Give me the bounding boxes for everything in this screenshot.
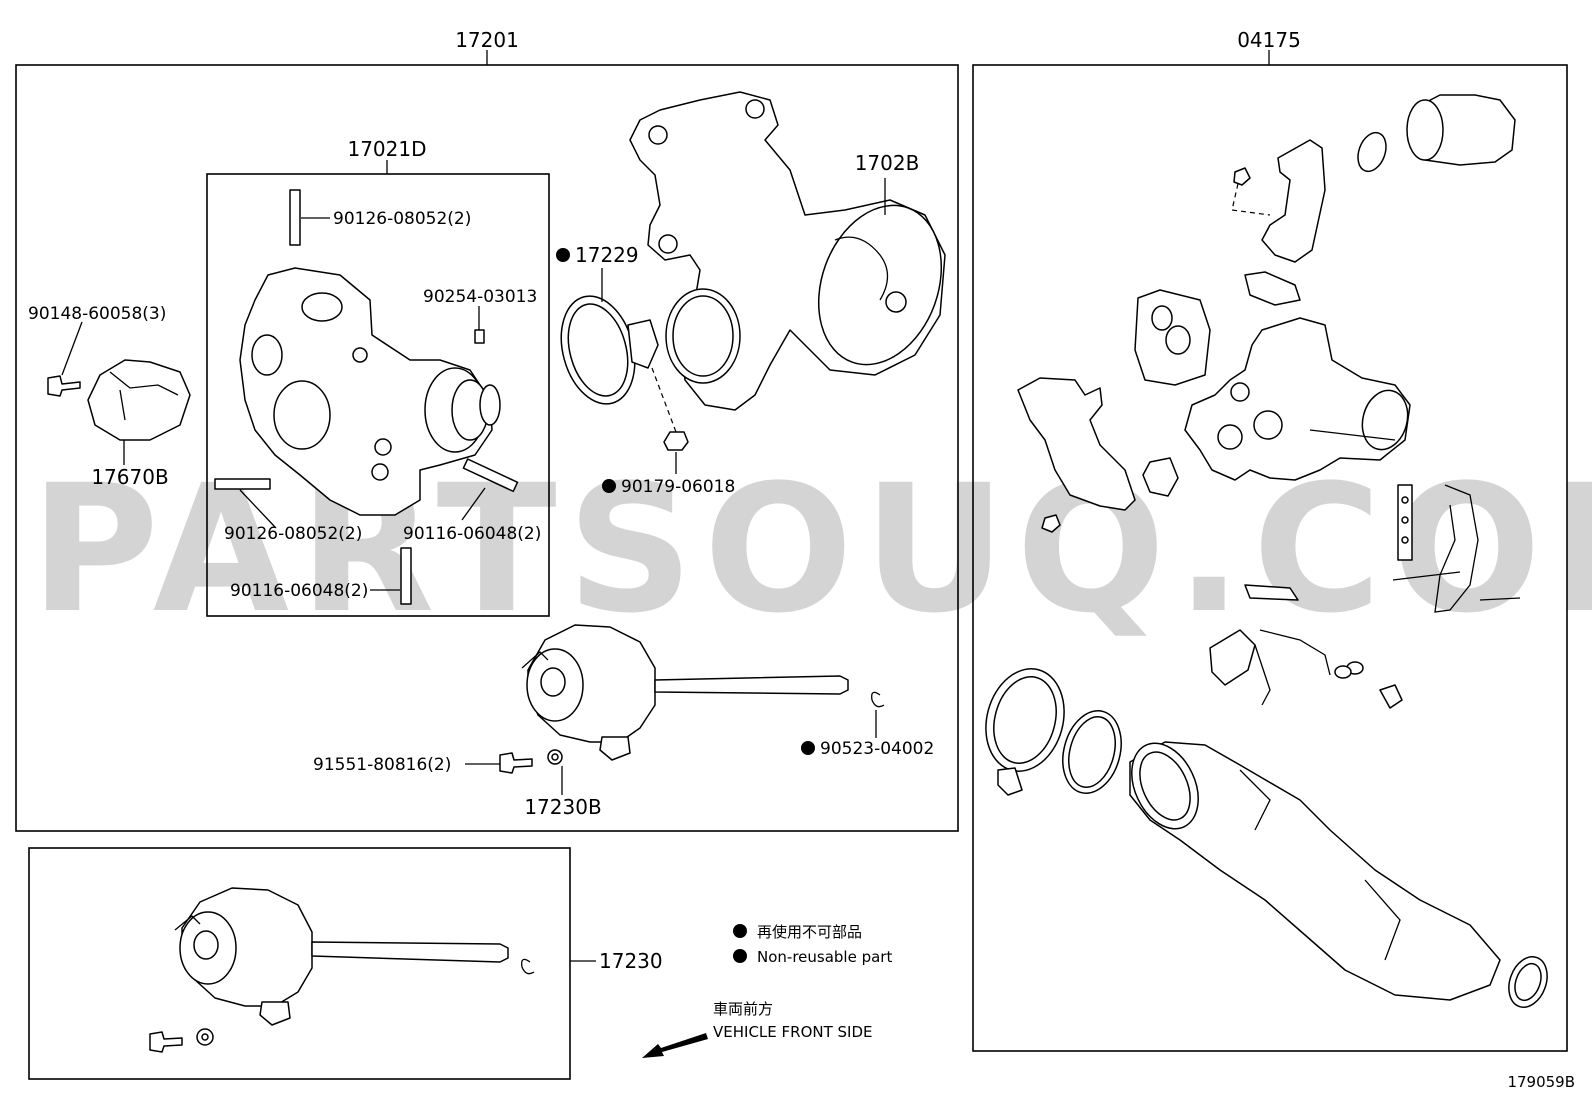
- label-90126-08052-bottom[interactable]: 90126-08052(2): [224, 524, 362, 544]
- legend-dot-jp: [733, 924, 747, 938]
- nonreusable-dot-17229: [556, 248, 570, 262]
- frame-17021D: [206, 173, 550, 617]
- actuator-lower[interactable]: [174, 887, 509, 1026]
- stud-90116-bottom[interactable]: [400, 547, 412, 605]
- label-17021D[interactable]: 17021D: [347, 137, 426, 161]
- nut-90179[interactable]: [663, 431, 689, 451]
- label-91551-80816[interactable]: 91551-80816(2): [313, 755, 451, 775]
- label-17230[interactable]: 17230: [599, 949, 663, 973]
- label-90254-03013[interactable]: 90254-03013: [423, 287, 537, 307]
- nonreusable-dot-90179: [602, 479, 616, 493]
- clip-90523[interactable]: [871, 691, 885, 708]
- label-17201[interactable]: 17201: [455, 28, 519, 52]
- label-17670B[interactable]: 17670B: [91, 465, 168, 489]
- label-1702B[interactable]: 1702B: [855, 151, 920, 175]
- label-90126-08052-top[interactable]: 90126-08052(2): [333, 209, 471, 229]
- turbine-housing-1702B[interactable]: [629, 91, 963, 411]
- legend-dot-en: [733, 949, 747, 963]
- bolt-lower[interactable]: [149, 1031, 183, 1053]
- label-90179-06018[interactable]: 90179-06018: [621, 477, 735, 497]
- label-17229[interactable]: 17229: [575, 243, 639, 267]
- center-housing-17021D[interactable]: [239, 267, 501, 516]
- label-04175[interactable]: 04175: [1237, 28, 1301, 52]
- stud-90126-top[interactable]: [289, 189, 301, 246]
- bolt-90148[interactable]: [47, 375, 81, 397]
- legend-en: Non-reusable part: [757, 948, 892, 966]
- nonreusable-dot-90523: [801, 741, 815, 755]
- label-17230B[interactable]: 17230B: [524, 795, 601, 819]
- label-90148-60058[interactable]: 90148-60058(3): [28, 304, 166, 324]
- label-90116-06048-right[interactable]: 90116-06048(2): [403, 524, 541, 544]
- pin-90254[interactable]: [474, 329, 485, 344]
- actuator-upper[interactable]: [521, 624, 849, 761]
- bracket-17670B[interactable]: [87, 359, 191, 441]
- legend-jp: 再使用不可部品: [757, 923, 862, 941]
- stud-90116-right[interactable]: [462, 458, 519, 493]
- watermark: PARTSOUQ.COM: [30, 447, 1592, 652]
- stud-90126-bottom[interactable]: [214, 478, 271, 490]
- frame-17230: [28, 847, 571, 1080]
- arrow-left-icon: [642, 1033, 708, 1058]
- bolt-91551[interactable]: [499, 752, 533, 774]
- diagram-id: 179059B: [1507, 1073, 1575, 1091]
- label-90523-04002[interactable]: 90523-04002: [820, 739, 934, 759]
- turbo-assembly-04175[interactable]: [975, 94, 1554, 1013]
- direction-jp: 車両前方: [713, 1000, 773, 1018]
- clamp-17229[interactable]: [550, 288, 659, 412]
- direction-en: VEHICLE FRONT SIDE: [713, 1023, 873, 1041]
- label-90116-06048-bottom[interactable]: 90116-06048(2): [230, 581, 368, 601]
- clip-lower[interactable]: [521, 958, 535, 975]
- frame-04175: [972, 64, 1568, 1052]
